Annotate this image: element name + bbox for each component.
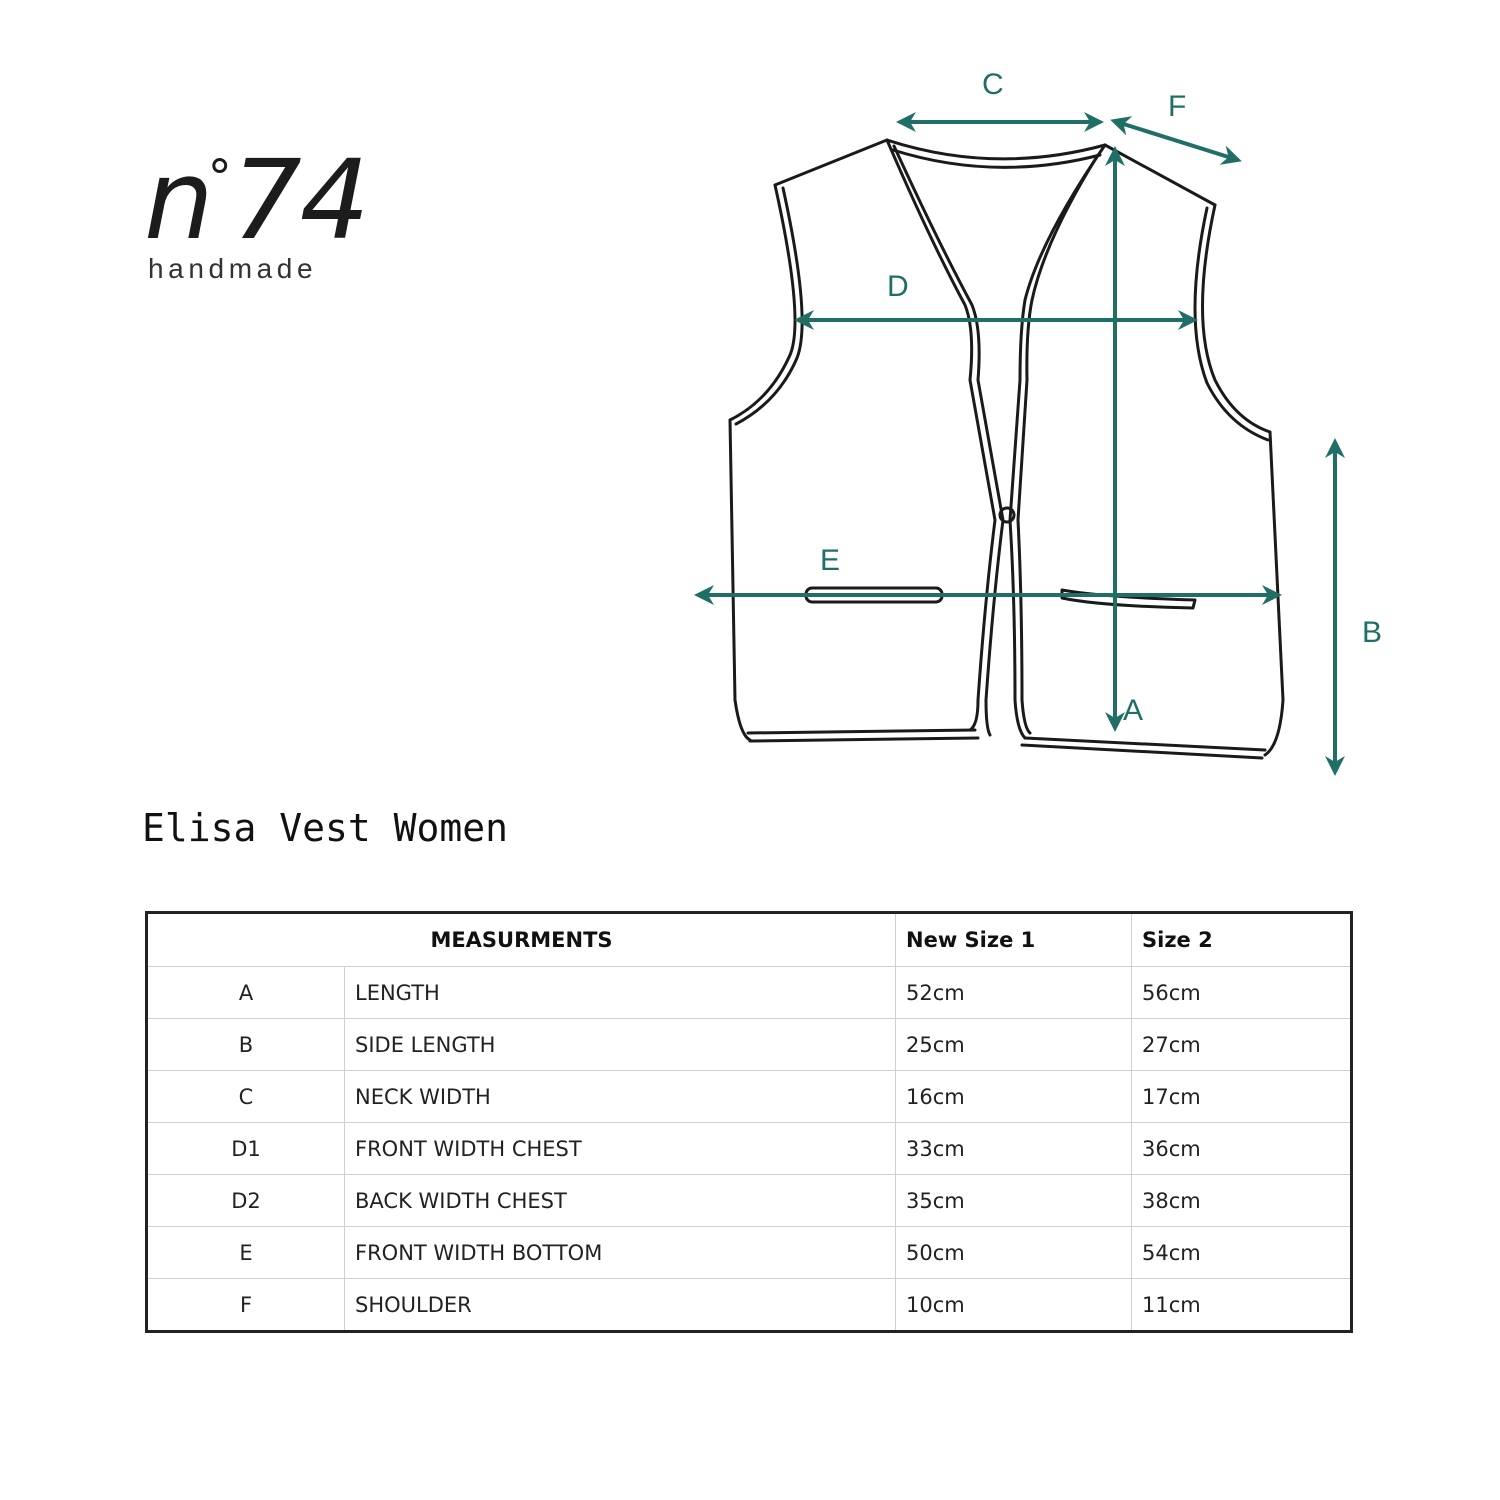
dimension-label-b: B: [1362, 616, 1383, 649]
table-row: D1 FRONT WIDTH CHEST 33cm 36cm: [146, 1122, 1352, 1175]
row-name: SHOULDER: [344, 1278, 896, 1332]
brand-mark-number: 74: [231, 136, 370, 264]
product-title: Elisa Vest Women: [142, 806, 509, 850]
brand-mark-degree: °: [207, 150, 232, 206]
dimension-label-c: C: [982, 68, 1004, 101]
dimension-f-arrow: [1110, 116, 1242, 165]
header-measurements: MEASURMENTS: [146, 912, 896, 967]
row-size1: 35cm: [895, 1174, 1132, 1227]
row-size2: 11cm: [1131, 1278, 1352, 1332]
row-size1: 10cm: [895, 1278, 1132, 1332]
dimension-label-a: A: [1123, 694, 1144, 727]
table-row: D2 BACK WIDTH CHEST 35cm 38cm: [146, 1174, 1352, 1227]
table-row: B SIDE LENGTH 25cm 27cm: [146, 1018, 1352, 1071]
brand-tagline: handmade: [148, 253, 318, 284]
row-name: BACK WIDTH CHEST: [344, 1174, 896, 1227]
row-size2: 36cm: [1131, 1122, 1352, 1175]
table-header-row: MEASURMENTS New Size 1 Size 2: [146, 912, 1352, 967]
table-row: A LENGTH 52cm 56cm: [146, 966, 1352, 1019]
row-size1: 25cm: [895, 1018, 1132, 1071]
row-size2: 54cm: [1131, 1226, 1352, 1279]
brand-mark: n°74: [144, 145, 370, 255]
row-name: FRONT WIDTH CHEST: [344, 1122, 896, 1175]
row-code: C: [146, 1070, 345, 1123]
header-size2: Size 2: [1131, 912, 1352, 967]
row-size1: 50cm: [895, 1226, 1132, 1279]
row-size1: 16cm: [895, 1070, 1132, 1123]
row-size2: 56cm: [1131, 966, 1352, 1019]
row-name: FRONT WIDTH BOTTOM: [344, 1226, 896, 1279]
table-row: E FRONT WIDTH BOTTOM 50cm 54cm: [146, 1226, 1352, 1279]
row-code: D2: [146, 1174, 345, 1227]
row-code: F: [146, 1278, 345, 1332]
row-code: B: [146, 1018, 345, 1071]
row-code: E: [146, 1226, 345, 1279]
row-name: NECK WIDTH: [344, 1070, 896, 1123]
row-size1: 52cm: [895, 966, 1132, 1019]
table-row: F SHOULDER 10cm 11cm: [146, 1278, 1352, 1332]
dimension-label-e: E: [820, 544, 841, 577]
header-size1: New Size 1: [895, 912, 1132, 967]
row-code: D1: [146, 1122, 345, 1175]
table-row: C NECK WIDTH 16cm 17cm: [146, 1070, 1352, 1123]
row-name: SIDE LENGTH: [344, 1018, 896, 1071]
size-chart-table: MEASURMENTS New Size 1 Size 2 A LENGTH 5…: [145, 911, 1353, 1333]
vest-measurement-diagram: C F D E A B: [680, 60, 1400, 790]
row-size1: 33cm: [895, 1122, 1132, 1175]
brand-mark-prefix: n: [144, 136, 214, 264]
row-size2: 17cm: [1131, 1070, 1352, 1123]
row-size2: 38cm: [1131, 1174, 1352, 1227]
dimension-label-f: F: [1168, 90, 1187, 123]
row-size2: 27cm: [1131, 1018, 1352, 1071]
row-code: A: [146, 966, 345, 1019]
brand-logo: n°74 handmade: [140, 145, 380, 290]
vest-sketch: [694, 112, 1345, 776]
row-name: LENGTH: [344, 966, 896, 1019]
dimension-label-d: D: [887, 270, 909, 303]
